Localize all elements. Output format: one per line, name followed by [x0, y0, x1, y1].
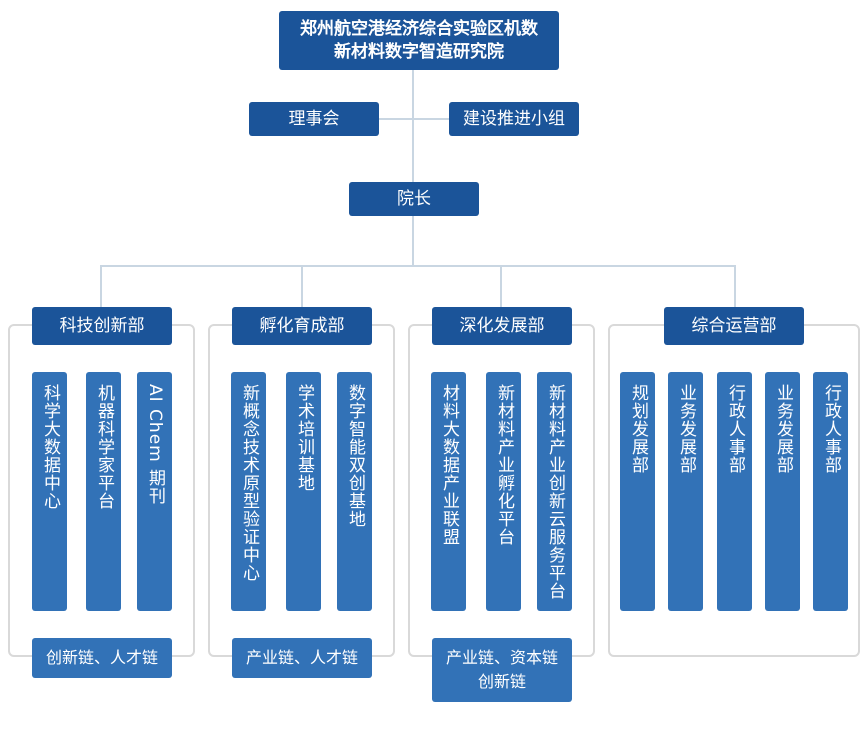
unit-science-big-data-center: 科学大数据中心 — [32, 372, 67, 611]
unit-label: 行政人事部 — [725, 384, 745, 474]
root-institute-box: 郑州航空港经济综合实验区机数 新材料数字智造研究院 — [279, 11, 559, 70]
connector-drop-2 — [301, 265, 303, 307]
unit-label: 行政人事部 — [821, 384, 841, 474]
dept-tech-innovation: 科技创新部 — [32, 307, 172, 345]
unit-ai-chem-journal: AI Chem 期刊 — [137, 372, 172, 611]
chain-label-line1: 产业链、资本链 — [445, 648, 558, 667]
unit-label: 业务发展部 — [676, 384, 696, 474]
connector-horizontal-branch — [100, 265, 736, 267]
unit-business-development-2: 业务发展部 — [765, 372, 800, 611]
unit-label: 业务发展部 — [773, 384, 793, 474]
unit-prototype-verification-center: 新概念技术原型验证中心 — [231, 372, 266, 611]
president-box: 院长 — [349, 182, 479, 216]
chain-label: 创新链、人才链 — [45, 648, 158, 667]
unit-label: 材料大数据产业联盟 — [439, 384, 459, 546]
unit-label: 数字智能双创基地 — [345, 384, 365, 528]
unit-academic-training-base: 学术培训基地 — [286, 372, 321, 611]
unit-label: 新材料产业创新云服务平台 — [545, 384, 565, 600]
unit-business-development-1: 业务发展部 — [668, 372, 703, 611]
root-title-line1: 郑州航空港经济综合实验区机数 — [300, 18, 538, 39]
unit-label: 科学大数据中心 — [40, 384, 60, 510]
dept-deep-development: 深化发展部 — [432, 307, 572, 345]
root-title-line2: 新材料数字智造研究院 — [334, 41, 504, 62]
connector-drop-1 — [100, 265, 102, 307]
unit-label: 新材料产业孵化平台 — [494, 384, 514, 546]
unit-label: 规划发展部 — [628, 384, 648, 474]
chain-label: 产业链、人才链 — [245, 648, 358, 667]
unit-machine-scientist-platform: 机器科学家平台 — [86, 372, 121, 611]
unit-label: AI Chem 期刊 — [145, 384, 165, 506]
unit-label: 新概念技术原型验证中心 — [239, 384, 259, 582]
chain-deep-development: 产业链、资本链 创新链 — [432, 638, 572, 702]
unit-planning-development: 规划发展部 — [620, 372, 655, 611]
connector-drop-3 — [500, 265, 502, 307]
dept-operations: 综合运营部 — [664, 307, 804, 345]
connector-council-group — [378, 118, 450, 120]
unit-admin-hr-2: 行政人事部 — [813, 372, 848, 611]
unit-materials-cloud-platform: 新材料产业创新云服务平台 — [537, 372, 572, 611]
construction-group-box: 建设推进小组 — [449, 102, 579, 136]
unit-digital-innovation-base: 数字智能双创基地 — [337, 372, 372, 611]
chain-incubation: 产业链、人才链 — [232, 638, 372, 678]
unit-materials-incubation-platform: 新材料产业孵化平台 — [486, 372, 521, 611]
unit-admin-hr-1: 行政人事部 — [717, 372, 752, 611]
chain-tech-innovation: 创新链、人才链 — [32, 638, 172, 678]
unit-materials-data-alliance: 材料大数据产业联盟 — [431, 372, 466, 611]
unit-label: 学术培训基地 — [294, 384, 314, 492]
unit-label: 机器科学家平台 — [94, 384, 114, 510]
connector-root-president — [412, 70, 414, 182]
connector-drop-4 — [734, 265, 736, 307]
connector-president-branch — [412, 216, 414, 266]
dept-incubation: 孵化育成部 — [232, 307, 372, 345]
council-box: 理事会 — [249, 102, 379, 136]
chain-label-line2: 创新链 — [477, 672, 526, 691]
